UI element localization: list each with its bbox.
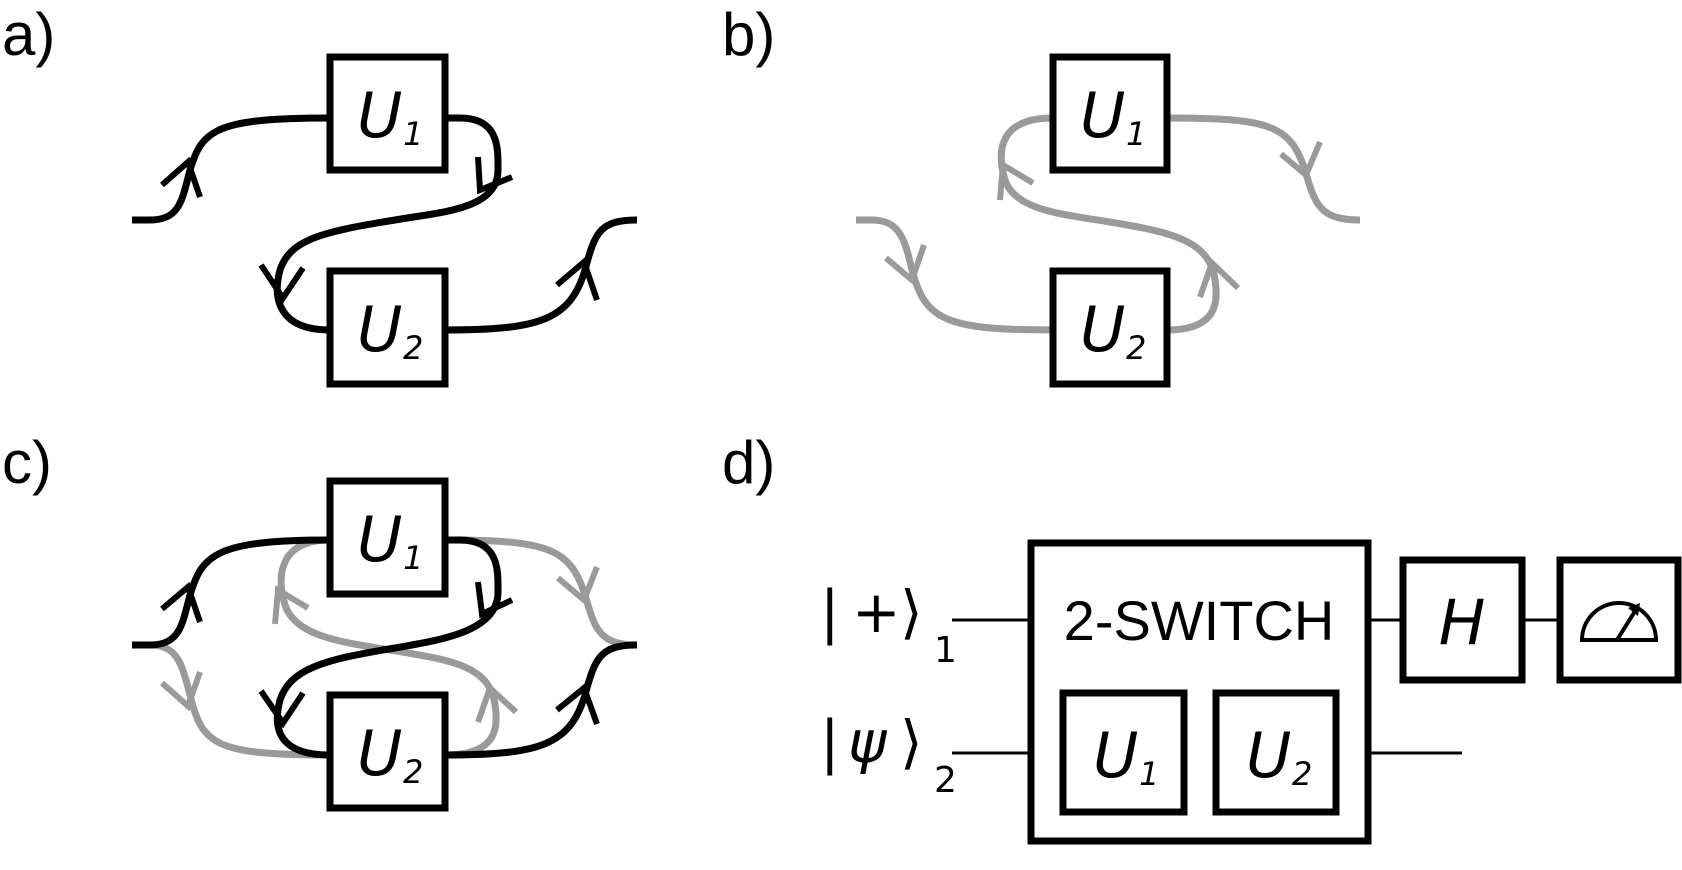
ket-plus-bar: | bbox=[820, 578, 840, 646]
gate-c-u2-sub: 2 bbox=[403, 753, 423, 791]
arrow-a-4 bbox=[555, 256, 600, 301]
wire-c-grey-input bbox=[132, 641, 331, 759]
ket-psi-symbol: ψ bbox=[848, 708, 888, 776]
arrow-c-black-4 bbox=[555, 683, 600, 726]
arrow-c-grey-3 bbox=[475, 682, 519, 723]
switch-gate-u2: U 2 bbox=[1212, 689, 1340, 816]
panel-a-label: a) bbox=[2, 1, 55, 68]
gate-b-u2: U 2 bbox=[1049, 267, 1171, 388]
hadamard-gate: H bbox=[1399, 556, 1526, 684]
gate-c-u1-sub: 1 bbox=[403, 539, 423, 577]
arrow-b-3 bbox=[1197, 257, 1241, 298]
wire-c-black-cross bbox=[273, 536, 502, 759]
wire-b-input bbox=[856, 216, 1054, 334]
ket-plus-sub: 1 bbox=[934, 630, 957, 671]
arrow-c-grey-4 bbox=[556, 565, 600, 605]
wire-b-cross bbox=[997, 114, 1220, 334]
switch-gate-u1: U 1 bbox=[1059, 689, 1188, 816]
ket-plus-close: ⟩ bbox=[900, 578, 923, 646]
switch-gate-u2-sub: 2 bbox=[1292, 755, 1312, 793]
arrow-c-black-1 bbox=[160, 581, 203, 623]
ket-psi-bar: | bbox=[820, 708, 840, 776]
panel-c: c) U 1 U 2 bbox=[2, 429, 638, 812]
panel-d: d) | + ⟩ 1 | ψ ⟩ 2 2-SWITCH U 1 bbox=[722, 429, 1682, 845]
switch-block: 2-SWITCH U 1 U 2 bbox=[1027, 539, 1372, 845]
gate-a-u1-letter: U bbox=[357, 79, 402, 152]
panel-b: b) U 1 U 2 bbox=[722, 1, 1361, 388]
panel-d-label: d) bbox=[722, 429, 775, 496]
arrow-a-2 bbox=[475, 156, 514, 195]
arrow-b-4 bbox=[1279, 140, 1323, 180]
gate-a-u1-sub: 1 bbox=[403, 115, 423, 153]
ket-psi-sub: 2 bbox=[934, 760, 957, 801]
switch-gate-u1-letter: U bbox=[1093, 719, 1138, 792]
gate-b-u1: U 1 bbox=[1049, 53, 1171, 174]
arrow-c-grey-1 bbox=[160, 671, 203, 712]
gate-b-u1-sub: 1 bbox=[1126, 115, 1146, 153]
wire-a-input bbox=[132, 114, 331, 224]
hadamard-letter: H bbox=[1439, 586, 1486, 659]
gate-b-u2-sub: 2 bbox=[1126, 329, 1146, 367]
wire-a-output bbox=[444, 216, 638, 334]
gate-c-u2: U 2 bbox=[326, 691, 449, 812]
wire-c-grey-output bbox=[444, 536, 638, 649]
gate-c-u1-letter: U bbox=[357, 503, 402, 576]
arrow-a-3 bbox=[258, 263, 306, 304]
ket-plus: | + ⟩ 1 bbox=[820, 578, 957, 671]
arrow-c-grey-2 bbox=[272, 584, 310, 625]
arrow-b-1 bbox=[884, 244, 927, 286]
switch-gate-u1-sub: 1 bbox=[1139, 755, 1159, 793]
gate-a-u1: U 1 bbox=[326, 53, 449, 174]
ket-psi-close: ⟩ bbox=[900, 708, 923, 776]
panel-c-label: c) bbox=[2, 429, 52, 496]
arrow-a-1 bbox=[160, 156, 203, 198]
arrow-c-black-2 bbox=[475, 581, 514, 619]
gate-c-u1: U 1 bbox=[326, 477, 449, 598]
gate-b-u2-letter: U bbox=[1080, 293, 1125, 366]
switch-gate-u2-letter: U bbox=[1246, 719, 1291, 792]
gate-c-u2-letter: U bbox=[357, 717, 402, 790]
gate-a-u2-letter: U bbox=[357, 293, 402, 366]
switch-label: 2-SWITCH bbox=[1064, 589, 1335, 652]
ket-psi: | ψ ⟩ 2 bbox=[820, 708, 957, 801]
wire-b-output bbox=[1166, 114, 1361, 224]
arrow-c-black-3 bbox=[258, 689, 306, 729]
ket-plus-symbol: + bbox=[852, 578, 901, 646]
gate-a-u2: U 2 bbox=[326, 267, 449, 388]
gate-a-u2-sub: 2 bbox=[403, 329, 423, 367]
meter-icon bbox=[1556, 556, 1682, 684]
panel-a: a) U 1 U 2 bbox=[2, 1, 638, 388]
wire-c-black-output bbox=[444, 641, 638, 759]
gate-b-u1-letter: U bbox=[1080, 79, 1125, 152]
arrow-b-2 bbox=[997, 159, 1035, 201]
panel-b-label: b) bbox=[722, 1, 775, 68]
